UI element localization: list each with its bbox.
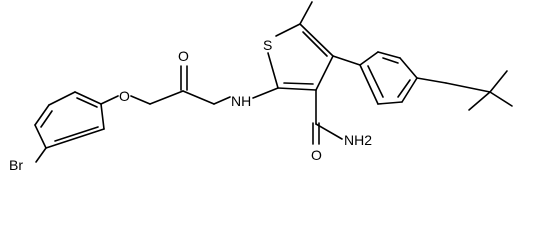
molecule-structure: Br O O NH S O NH2 bbox=[9, 1, 513, 173]
thiophene-ring bbox=[267, 1, 334, 91]
ether-oxygen-label: O bbox=[119, 88, 130, 104]
acetamide-linker bbox=[100, 65, 279, 105]
carboxamide-nh2-label: NH2 bbox=[344, 132, 372, 148]
bromine-label: Br bbox=[9, 157, 23, 173]
bromophenyl-ring bbox=[34, 91, 105, 163]
tert-butyl-group bbox=[445, 70, 513, 111]
amide-nh-label: NH bbox=[231, 93, 251, 109]
carboxamide-oxygen-label: O bbox=[311, 147, 322, 163]
carbonyl-oxygen-label: O bbox=[178, 48, 189, 64]
carboxamide-group bbox=[312, 89, 343, 145]
thiophene-sulfur-label: S bbox=[263, 37, 272, 53]
tert-butylphenyl-ring bbox=[332, 51, 447, 105]
